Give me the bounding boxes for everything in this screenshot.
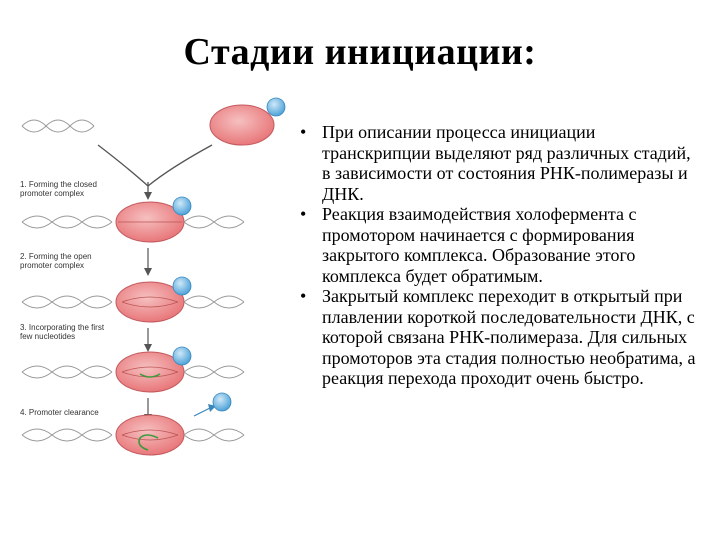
arrow-head	[144, 192, 152, 200]
stage-4-promoter-clearance	[21, 392, 245, 456]
bullet-item: • Реакция взаимодействия холофермента с …	[300, 204, 700, 286]
stage-label-4: 4. Promoter clearance	[20, 408, 99, 417]
stage-label-1: 1. Forming the closed promoter complex	[20, 180, 97, 198]
stage-label-2: 2. Forming the open promoter complex	[20, 252, 92, 270]
bullet-item: • Закрытый комплекс переходит в открытый…	[300, 286, 700, 389]
stage-1-closed-complex	[21, 196, 245, 243]
diagram-svg	[21, 97, 286, 456]
stage-2-open-complex	[21, 276, 245, 323]
slide-title: Стадии инициации:	[183, 31, 537, 73]
bullet-text: Реакция взаимодействия холофермента с пр…	[322, 204, 637, 286]
free-dna-helix	[21, 119, 95, 133]
bullet-item: • При описании процесса инициации транск…	[300, 122, 700, 204]
bullet-dot: •	[300, 122, 307, 142]
free-polymerase	[209, 104, 275, 146]
bullet-dot: •	[300, 286, 307, 306]
stage-label-3: 3. Incorporating the first few nucleotid…	[20, 323, 105, 341]
converge-arrow-right	[147, 144, 213, 187]
bullet-dot: •	[300, 204, 307, 224]
bullet-text: При описании процесса инициации транскри…	[322, 122, 691, 204]
bullet-text: Закрытый комплекс переходит в открытый п…	[322, 286, 696, 388]
transcription-initiation-diagram: 1. Forming the closed promoter complex 2…	[0, 90, 300, 490]
free-sigma-factor	[266, 97, 286, 117]
bullet-list: • При описании процесса инициации транск…	[300, 122, 700, 389]
converge-arrow-left	[97, 144, 149, 187]
stage-3-first-nucleotides	[21, 346, 245, 393]
